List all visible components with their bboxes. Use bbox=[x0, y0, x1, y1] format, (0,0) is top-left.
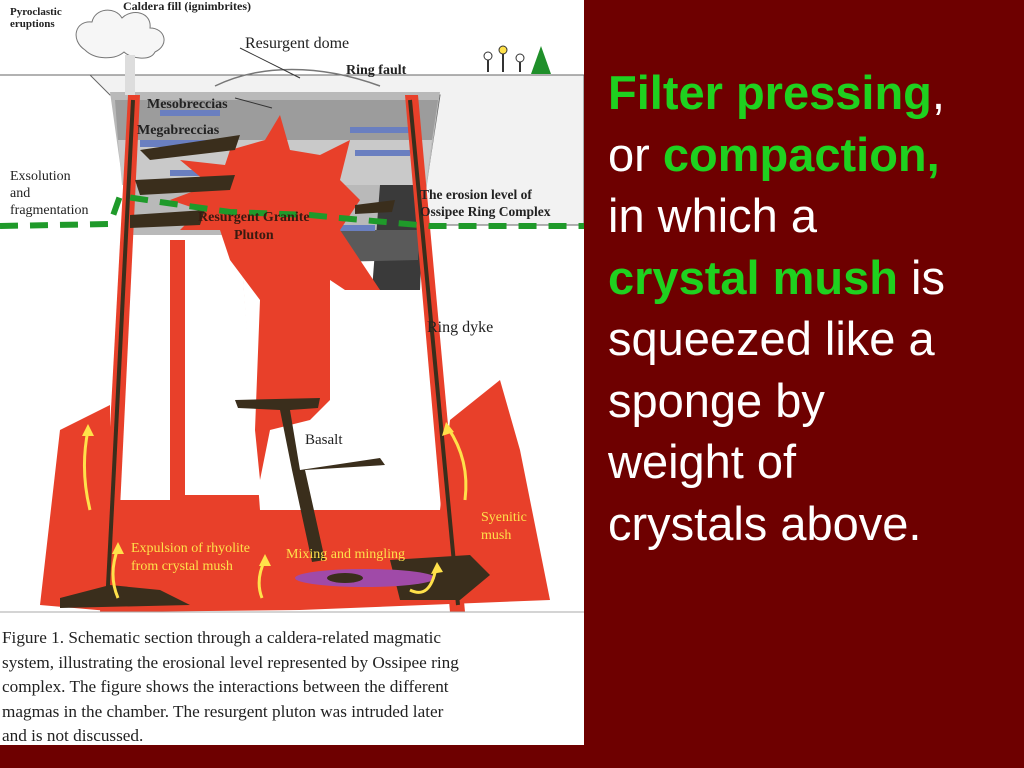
label-granite-line1: Resurgent Granite bbox=[198, 210, 310, 225]
eruption-cloud bbox=[75, 9, 165, 59]
flow-arrowhead bbox=[442, 422, 454, 436]
person-figure bbox=[483, 51, 493, 61]
label-leader bbox=[234, 97, 273, 109]
label-syenitic-line1: Syenitic bbox=[481, 510, 527, 525]
eruption-column bbox=[125, 55, 135, 95]
caption-line: Figure 1. Schematic section through a ca… bbox=[2, 628, 442, 647]
label-basalt: Basalt bbox=[305, 432, 343, 448]
flow-arrowhead bbox=[259, 554, 271, 566]
slide-line-5: squeezed like a bbox=[608, 312, 935, 365]
slide-line-6: sponge by bbox=[608, 373, 825, 427]
slide-line-4: crystal mush is bbox=[608, 247, 1018, 309]
label-syenitic-mush: Syenitic mush bbox=[481, 509, 527, 545]
slide-text-fragment: , bbox=[931, 66, 945, 119]
caption-line: system, illustrating the erosional level… bbox=[2, 652, 459, 672]
basalt-intrusion bbox=[235, 398, 385, 562]
label-exsolution-line2: and bbox=[10, 186, 31, 201]
diagram-figure: Pyroclastic eruptions Caldera fill (igni… bbox=[0, 0, 584, 745]
caldera-cross-section bbox=[0, 9, 584, 613]
basalt-sill bbox=[355, 200, 395, 214]
label-caldera-fill: Caldera fill (ignimbrites) bbox=[123, 0, 251, 13]
label-expulsion-line2: from crystal mush bbox=[131, 559, 233, 574]
erosion-level-line bbox=[0, 192, 584, 229]
label-erosion-level: The erosion level of Ossipee Ring Comple… bbox=[420, 186, 551, 220]
label-syenitic-line2: mush bbox=[481, 528, 512, 543]
flow-arrowhead bbox=[112, 542, 124, 554]
mesobreccia-block bbox=[160, 110, 220, 116]
basalt-pool bbox=[60, 585, 190, 608]
slide-line-1: Filter pressing, bbox=[608, 62, 1018, 124]
megabreccia-block bbox=[350, 127, 410, 133]
label-exsolution: Exsolution and fragmentation bbox=[10, 168, 89, 219]
label-pyroclastic-line2: eruptions bbox=[10, 17, 55, 30]
basalt-sill bbox=[130, 210, 205, 228]
label-megabreccias: Megabreccias bbox=[137, 123, 220, 138]
flow-arrowhead bbox=[431, 562, 443, 574]
chamber-cavity bbox=[185, 240, 260, 495]
flow-arrowhead bbox=[82, 424, 94, 436]
term-crystal-mush: crystal mush bbox=[608, 250, 898, 304]
caption-line: complex. The figure shows the interactio… bbox=[2, 677, 449, 696]
flow-arrow bbox=[82, 429, 92, 511]
mingling-zone bbox=[295, 569, 435, 587]
basalt-sill bbox=[135, 175, 235, 195]
term-filter-pressing: Filter pressing bbox=[608, 66, 932, 119]
basalt-pool bbox=[390, 555, 490, 600]
label-mesobreccias: Mesobreccias bbox=[147, 97, 228, 112]
label-ring-dyke: Ring dyke bbox=[427, 319, 494, 336]
tree-icon bbox=[531, 46, 551, 74]
label-leader bbox=[239, 47, 301, 79]
slide-text-fragment: is bbox=[897, 250, 945, 304]
label-exsolution-line3: fragmentation bbox=[10, 203, 89, 218]
label-expulsion-line1: Expulsion of rhyolite bbox=[131, 541, 250, 556]
label-expulsion: Expulsion of rhyolite from crystal mush bbox=[131, 540, 250, 576]
resurgent-granite-pluton bbox=[170, 115, 380, 480]
resurgent-dome-outline bbox=[214, 68, 381, 87]
megabreccia-block bbox=[140, 140, 210, 147]
slide-line-2: or compaction, bbox=[608, 124, 1018, 186]
magma-chamber bbox=[40, 240, 550, 612]
label-erosion-line2: Ossipee Ring Complex bbox=[420, 204, 551, 219]
caption-line: magmas in the chamber. The resurgent plu… bbox=[2, 701, 444, 721]
basalt-dyke-right bbox=[408, 99, 460, 606]
flow-arrow bbox=[446, 427, 468, 501]
slide-text-fragment: or bbox=[608, 127, 663, 181]
slide-body-text: Filter pressing, or compaction, in which… bbox=[608, 62, 1018, 554]
slide-line-7: weight of bbox=[608, 435, 797, 488]
label-resurgent-dome: Resurgent dome bbox=[245, 35, 350, 52]
basalt-dyke-left bbox=[105, 99, 135, 606]
slide-line-3: in which a bbox=[608, 189, 817, 242]
person-figure bbox=[498, 45, 508, 55]
basalt-sill bbox=[140, 135, 240, 160]
megabreccia-block bbox=[330, 225, 375, 231]
label-resurgent-granite: Resurgent Granite Pluton bbox=[198, 209, 310, 245]
mingling-enclave bbox=[327, 573, 363, 583]
figure-caption: Figure 1. Schematic section through a ca… bbox=[2, 626, 582, 749]
label-pyroclastic: Pyroclastic eruptions bbox=[10, 6, 62, 30]
label-pyroclastic-line1: Pyroclastic bbox=[10, 6, 62, 18]
megabreccia-block bbox=[355, 150, 410, 156]
label-mixing: Mixing and mingling bbox=[286, 547, 405, 562]
label-erosion-line1: The erosion level of bbox=[420, 187, 532, 202]
term-compaction: compaction, bbox=[662, 127, 940, 181]
label-exsolution-line1: Exsolution bbox=[10, 169, 71, 184]
label-granite-line2: Pluton bbox=[233, 228, 274, 243]
caption-line: and is not discussed. bbox=[2, 726, 144, 745]
label-ring-fault: Ring fault bbox=[346, 63, 407, 78]
person-figure bbox=[515, 53, 525, 63]
slide-line-8: crystals above. bbox=[608, 496, 922, 550]
